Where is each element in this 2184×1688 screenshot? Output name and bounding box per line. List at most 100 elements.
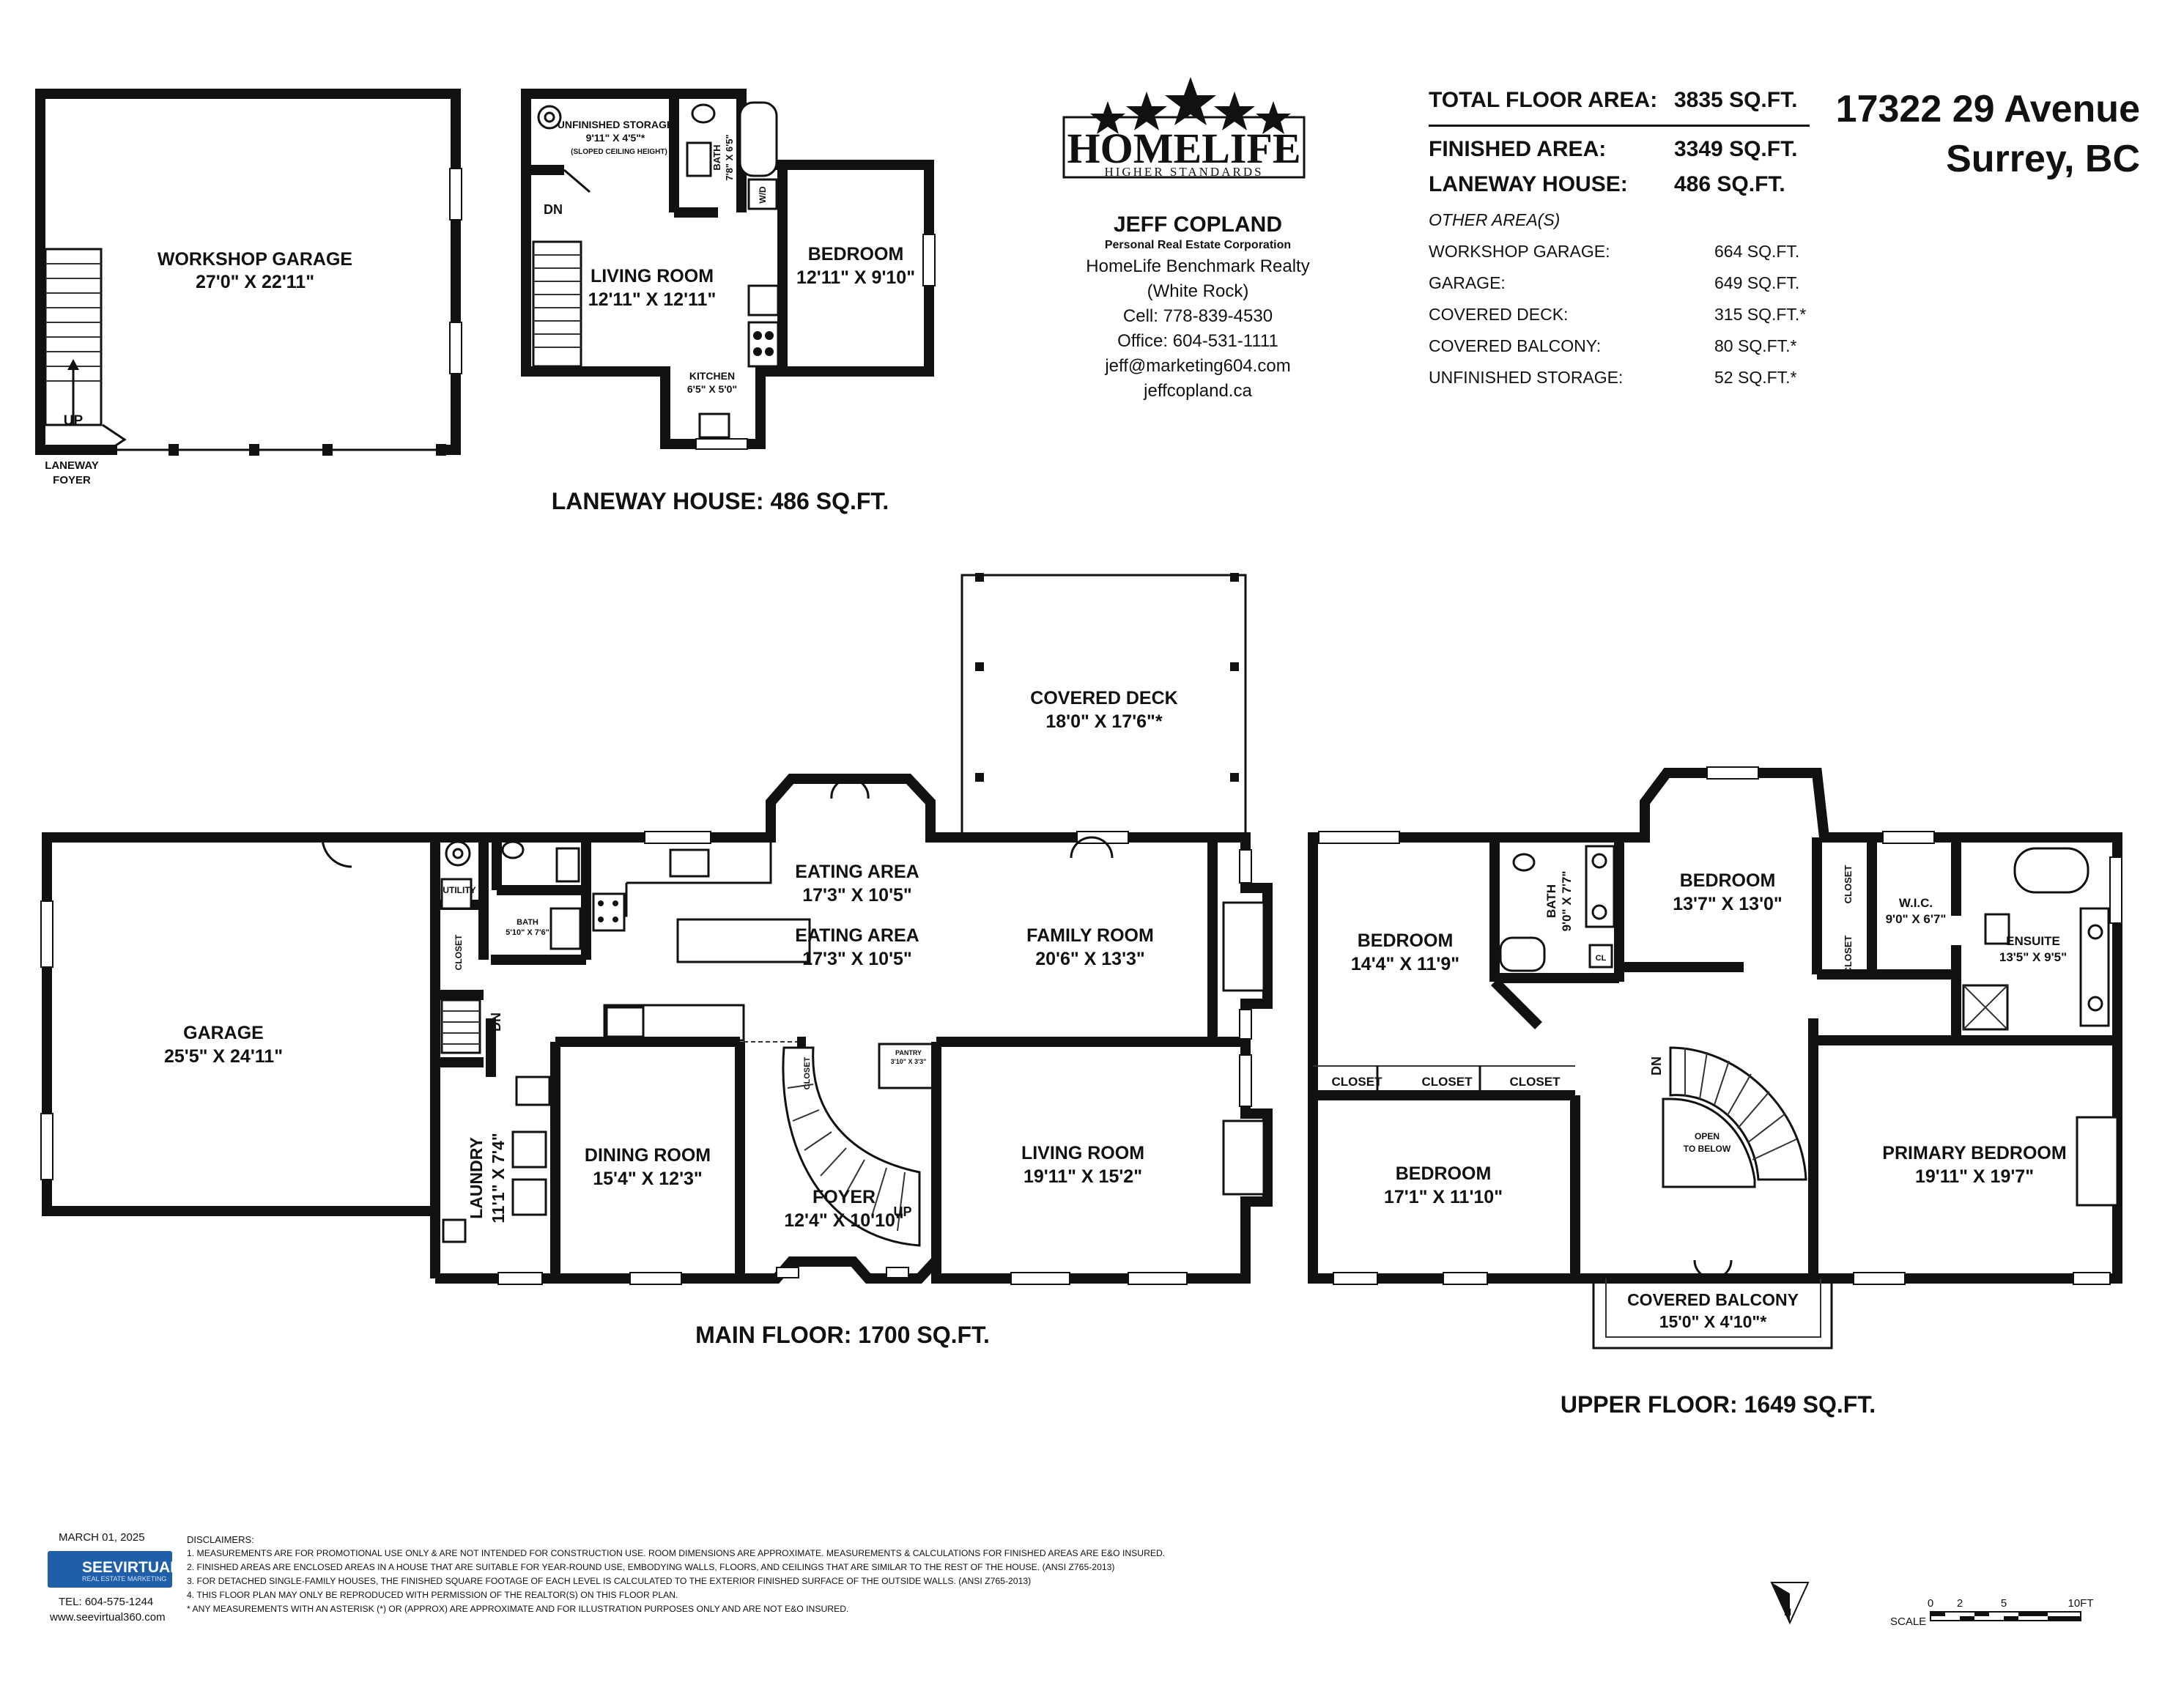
laneway-dn-mark: DN [544, 202, 563, 217]
laneway-bath-name: BATH [711, 144, 722, 170]
finished-area-value: 3349 SQ.FT. [1674, 137, 1798, 161]
plan-date: MARCH 01, 2025 [59, 1531, 145, 1544]
laneway-kitchen-name: KITCHEN [689, 370, 735, 382]
scale-tick-0: 0 [1928, 1597, 1933, 1610]
main-living-room-name: LIVING ROOM [1021, 1143, 1144, 1163]
workshop-garage-plan: UP WORKSHOP GARAGE 27'0" X 22'11" LANEWA… [35, 89, 462, 486]
pantry-name: PANTRY [895, 1049, 922, 1056]
agent-brokerage-location: (White Rock) [1147, 281, 1249, 301]
seevirtual-logo [48, 1551, 172, 1588]
homelife-logo: HOMELIFE HIGHER STANDARDS [1062, 77, 1306, 179]
garage-name: GARAGE [183, 1023, 264, 1043]
eating-area-dim-2: 17'3" X 10'5" [802, 949, 912, 969]
main-dn-mark: DN [489, 1013, 503, 1032]
agent-email[interactable]: jeff@marketing604.com [1105, 356, 1291, 376]
eating-area-dim: 17'3" X 10'5" [802, 885, 912, 906]
unfinished-storage-name: UNFINISHED STORAGE [558, 119, 673, 130]
wic-dim: 9'0" X 6'7" [1886, 912, 1947, 926]
agent-office: Office: 604-531-1111 [1117, 331, 1278, 351]
foyer-up-mark: UP [893, 1204, 911, 1219]
other-area-row: GARAGE: 649 SQ.FT. [1429, 273, 1810, 293]
disclaimer-item: 1. MEASUREMENTS ARE FOR PROMOTIONAL USE … [187, 1548, 1166, 1558]
agent-brokerage: HomeLife Benchmark Realty [1086, 256, 1310, 276]
foyer-dim: 12'4" X 10'10" [784, 1210, 904, 1231]
eating-area-name: EATING AREA [795, 862, 919, 882]
footer-website[interactable]: www.seevirtual360.com [50, 1611, 166, 1624]
total-floor-area-value: 3835 SQ.FT. [1674, 88, 1798, 112]
upper-cl-label: CL [1596, 954, 1607, 963]
seevirtual-logo-text: SEEVIRTUAL [82, 1559, 180, 1576]
other-area-label: UNFINISHED STORAGE: [1429, 368, 1624, 387]
laneway-living-name: LIVING ROOM [591, 266, 714, 286]
agent-corp: Personal Real Estate Corporation [1104, 239, 1292, 251]
main-closet-label: CLOSET [454, 934, 464, 970]
upper-floor-caption: UPPER FLOOR: 1649 SQ.FT. [1561, 1391, 1876, 1418]
wic-name: W.I.C. [1899, 896, 1933, 910]
laneway-house-plan: W/D DN UNFINISHED STORAGE 9'11" X 4'5"* … [521, 89, 936, 450]
main-living-room-dim: 19'11" X 15'2" [1023, 1166, 1142, 1187]
primary-bedroom-dim: 19'11" X 19'7" [1915, 1166, 2034, 1187]
upper-bedroom1-dim: 14'4" X 11'9" [1351, 954, 1459, 974]
disclaimers: DISCLAIMERS: 1. MEASUREMENTS ARE FOR PRO… [187, 1533, 1286, 1616]
scale-tick-2: 2 [1957, 1597, 1963, 1610]
laneway-bedroom-dim: 12'11" X 9'10" [796, 267, 915, 288]
property-address: 17322 29 Avenue Surrey, BC [1836, 84, 2140, 184]
upper-bedroom2-name: BEDROOM [1680, 870, 1776, 891]
upper-closet-label-1: CLOSET [1843, 865, 1854, 904]
upper-floor-plan: OPEN TO BELOW DN CL BEDROOM 14'4" X 11'9… [1308, 766, 2122, 1350]
primary-bedroom-name: PRIMARY BEDROOM [1882, 1143, 2066, 1163]
workshop-garage-name: WORKSHOP GARAGE [158, 249, 352, 270]
other-area-label: WORKSHOP GARAGE: [1429, 242, 1610, 261]
other-area-value: 315 SQ.FT.* [1714, 305, 1807, 324]
main-bath-dim: 5'10" X 7'6" [506, 928, 549, 937]
unfinished-storage-dim: 9'11" X 4'5"* [586, 132, 645, 144]
unfinished-storage-note: (SLOPED CEILING HEIGHT) [571, 148, 667, 156]
open-below-label-2: TO BELOW [1684, 1144, 1731, 1154]
upper-closet-label-5: CLOSET [1510, 1075, 1561, 1089]
laundry-dim: 11'1" X 7'4" [489, 1133, 508, 1224]
laneway-foyer-label-2: FOYER [53, 474, 91, 486]
dining-room-dim: 15'4" X 12'3" [593, 1169, 703, 1189]
upper-bedroom3-dim: 17'1" X 11'10" [1384, 1187, 1503, 1207]
north-arrow: N [1770, 1582, 1810, 1625]
other-area-row: WORKSHOP GARAGE: 664 SQ.FT. [1429, 242, 1810, 262]
laneway-area-label: LANEWAY HOUSE: [1429, 172, 1628, 196]
main-bath-name: BATH [517, 918, 538, 927]
upper-bath-name: BATH [1544, 884, 1558, 918]
laneway-area-value: 486 SQ.FT. [1674, 172, 1785, 196]
agent-info: JEFF COPLAND Personal Real Estate Corpor… [1018, 212, 1377, 401]
disclaimer-item: 3. FOR DETACHED SINGLE-FAMILY HOUSES, TH… [187, 1576, 1032, 1586]
covered-deck-dim: 18'0" X 17'6"* [1045, 711, 1163, 732]
main-floor-caption: MAIN FLOOR: 1700 SQ.FT. [695, 1322, 990, 1348]
laneway-area-row: LANEWAY HOUSE: 486 SQ.FT. [1429, 172, 1810, 197]
upper-bedroom3-name: BEDROOM [1396, 1163, 1492, 1184]
address-line-2: Surrey, BC [1946, 138, 2140, 180]
family-room-dim: 20'6" X 13'3" [1035, 949, 1145, 969]
workshop-garage-dim: 27'0" X 22'11" [196, 272, 314, 292]
finished-area-label: FINISHED AREA: [1429, 137, 1607, 161]
laneway-wd-label: W/D [758, 186, 768, 204]
agent-name: JEFF COPLAND [1113, 212, 1282, 237]
eating-area-name-2: EATING AREA [795, 925, 919, 946]
other-area-value: 52 SQ.FT.* [1714, 368, 1797, 387]
upper-dn-mark: DN [1649, 1056, 1664, 1076]
upper-closet-label-4: CLOSET [1422, 1075, 1473, 1089]
address-line-1: 17322 29 Avenue [1835, 88, 2140, 130]
finished-area-row: FINISHED AREA: 3349 SQ.FT. [1429, 137, 1810, 162]
upper-closet-label-2: CLOSET [1843, 936, 1854, 974]
other-area-label: GARAGE: [1429, 273, 1506, 292]
agent-website[interactable]: jeffcopland.ca [1144, 381, 1252, 401]
family-room-name: FAMILY ROOM [1026, 925, 1154, 946]
other-area-value: 649 SQ.FT. [1714, 273, 1800, 292]
pantry-dim: 3'10" X 3'3" [891, 1058, 927, 1065]
laundry-name: LAUNDRY [467, 1137, 486, 1219]
laneway-foyer-label-1: LANEWAY [45, 459, 99, 472]
other-area-value: 80 SQ.FT.* [1714, 336, 1797, 355]
total-floor-area-label: TOTAL FLOOR AREA: [1429, 88, 1658, 112]
other-area-label: COVERED DECK: [1429, 305, 1569, 324]
foyer-name: FOYER [812, 1187, 876, 1207]
footer-phone: TEL: 604-575-1244 [59, 1596, 154, 1608]
other-area-value: 664 SQ.FT. [1714, 242, 1800, 261]
upper-bedroom2-dim: 13'7" X 13'0" [1673, 894, 1783, 914]
laneway-caption: LANEWAY HOUSE: 486 SQ.FT. [552, 488, 889, 514]
